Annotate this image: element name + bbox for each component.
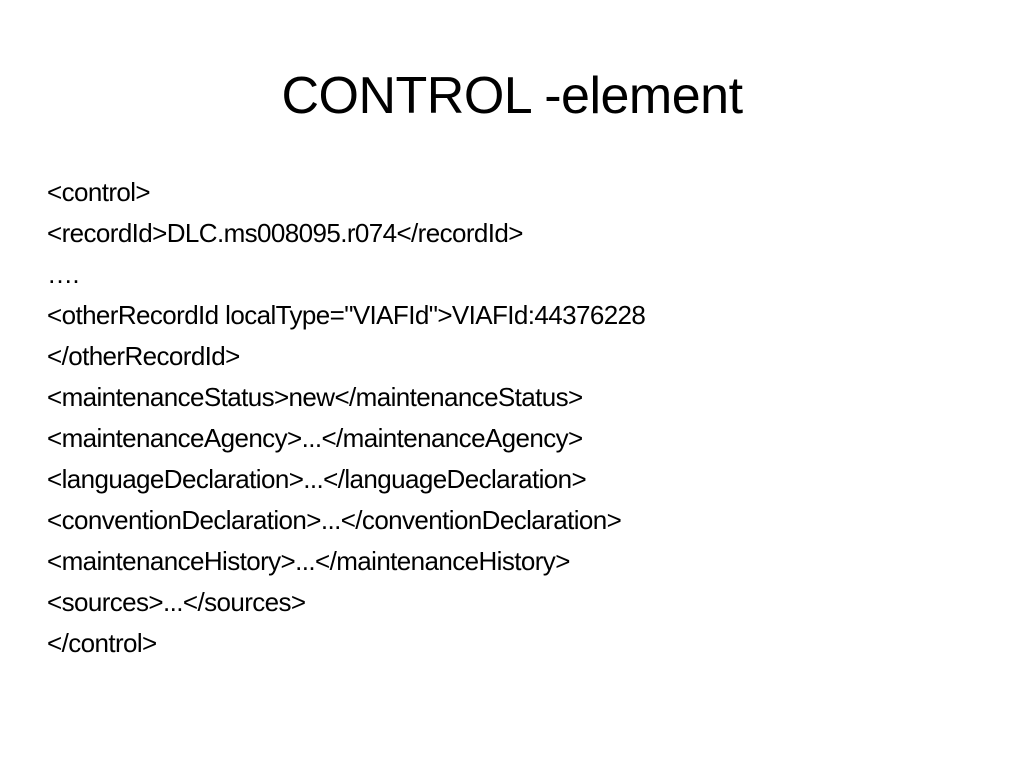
code-line: <otherRecordId localType="VIAFId">VIAFId…	[47, 300, 646, 330]
code-line: <control>	[47, 177, 151, 207]
code-line: <maintenanceHistory>...</maintenanceHist…	[47, 546, 570, 576]
code-line: <languageDeclaration>...</languageDeclar…	[47, 464, 587, 494]
code-line: <maintenanceAgency>...</maintenanceAgenc…	[47, 423, 583, 453]
code-line: </control>	[47, 628, 157, 658]
code-line: </otherRecordId>	[47, 341, 240, 371]
code-line: <maintenanceStatus>new</maintenanceStatu…	[47, 382, 583, 412]
code-line: <conventionDeclaration>...</conventionDe…	[47, 505, 622, 535]
slide-body: <control> <recordId>DLC.ms008095.r074</r…	[47, 172, 987, 664]
slide-title: CONTROL -element	[281, 67, 743, 125]
code-line: ….	[47, 259, 80, 289]
code-line: <sources>...</sources>	[47, 587, 306, 617]
code-line: <recordId>DLC.ms008095.r074</recordId>	[47, 218, 523, 248]
